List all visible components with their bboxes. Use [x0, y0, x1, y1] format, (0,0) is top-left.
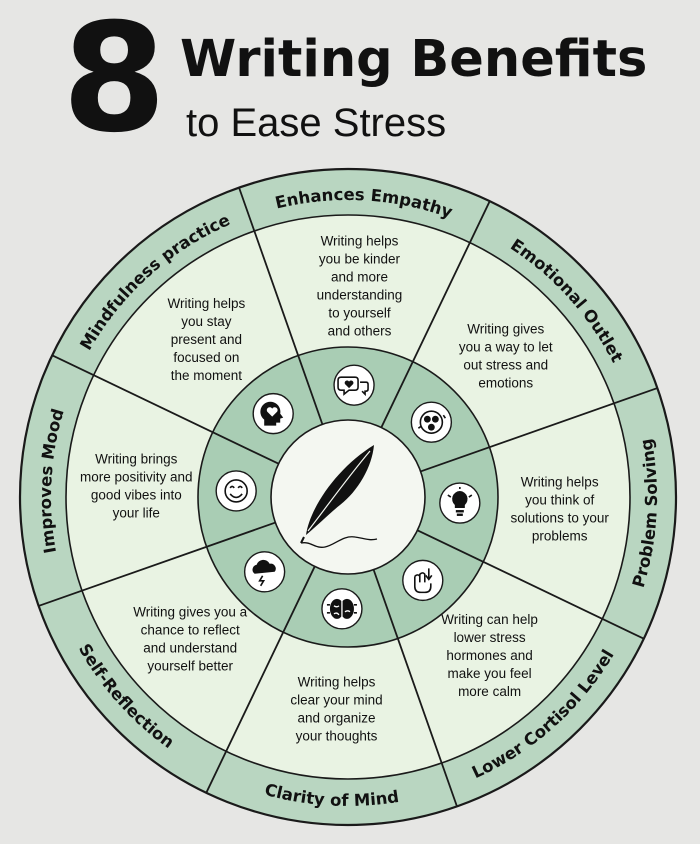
page-subtitle: to Ease Stress — [186, 101, 447, 145]
title-number: 8 — [62, 0, 166, 166]
benefit-description-line: Writing helps — [168, 296, 246, 311]
benefit-description: Writing helps you think of solutions to yo… — [511, 474, 610, 543]
benefit-description-line: you stay — [181, 314, 232, 329]
benefit-description-line: Writing helps — [321, 233, 399, 248]
benefit-description-line: and organize — [298, 711, 376, 726]
benefit-description: Writing brings more positivity and good vi… — [80, 452, 193, 521]
benefit-description-line: you be kinder — [319, 251, 401, 266]
benefit-description-line: make you feel — [448, 666, 532, 681]
benefit-description: Writing helps clear your mind and organize… — [290, 675, 382, 744]
benefit-description-line: Writing helps — [298, 675, 376, 690]
wheel-divider-line — [372, 569, 458, 807]
benefit-description-line: more calm — [458, 684, 521, 699]
lightbulb-icon — [439, 482, 481, 524]
wheel-divider-line — [238, 187, 324, 425]
brain-icon — [321, 588, 363, 630]
header: 8 Writing Benefits to Ease Stress — [0, 0, 700, 160]
benefit-description-line: your life — [113, 506, 160, 521]
benefit-description-line: Writing gives you a — [133, 605, 247, 620]
benefit-description-line: the moment — [171, 368, 243, 383]
benefit-description-line: Writing gives — [467, 321, 544, 336]
page-title: Writing Benefits — [180, 30, 648, 89]
benefit-description-line: focused on — [173, 350, 239, 365]
benefit-description: Writing gives you a way to let out stress … — [459, 321, 553, 390]
benefit-description-line: understanding — [317, 287, 403, 302]
benefit-description-line: lower stress — [454, 630, 526, 645]
benefit-description-line: Writing helps — [521, 474, 599, 489]
benefit-description-line: solutions to your — [511, 510, 610, 525]
wheel-divider-line — [205, 566, 316, 794]
benefit-description-line: clear your mind — [290, 693, 382, 708]
benefit-description-line: problems — [532, 528, 588, 543]
wheel-divider-line — [51, 354, 279, 465]
benefit-description-line: present and — [171, 332, 242, 347]
benefit-description-line: and others — [328, 323, 392, 338]
wheel-divider-line — [417, 529, 645, 640]
mask-icon — [410, 401, 453, 443]
benefit-description-line: good vibes into — [91, 488, 182, 503]
head-heart-icon — [252, 392, 294, 435]
benefit-description-line: and understand — [143, 641, 237, 656]
benefit-description-line: your thoughts — [296, 729, 378, 744]
benefit-description-line: emotions — [478, 375, 533, 390]
wheel-divider-line — [38, 521, 276, 607]
benefit-description-line: more positivity and — [80, 470, 193, 485]
benefit-description-line: you a way to let — [459, 339, 553, 354]
wheel-descriptions: Writing gives you a way to let out stress … — [80, 233, 609, 743]
benefit-description-line: Writing brings — [95, 452, 178, 467]
wheel-icons — [215, 364, 481, 630]
benefit-description-line: yourself better — [147, 659, 233, 674]
thought-cloud-icon — [243, 551, 286, 593]
benefit-description-line: chance to reflect — [141, 623, 240, 638]
wheel-divider-line — [420, 387, 658, 473]
benefit-description: Writing helps you stay present and focused … — [168, 296, 246, 383]
benefit-description: Writing gives you a chance to reflect and … — [133, 605, 247, 674]
benefit-description-line: and more — [331, 269, 388, 284]
hand-down-arrow-icon — [402, 559, 444, 602]
quill-feather-icon — [300, 445, 378, 548]
benefit-description: Writing can help lower stress hormones and… — [441, 612, 538, 699]
benefit-description-line: you think of — [525, 492, 594, 507]
benefit-description-line: hormones and — [446, 648, 532, 663]
benefit-description: Writing helps you be kinder and more unders… — [317, 233, 403, 338]
chat-heart-icon — [333, 364, 375, 406]
benefit-description-line: to yourself — [328, 305, 391, 320]
smiley-icon — [215, 470, 257, 512]
wheel-dividers — [38, 187, 658, 807]
wheel-divider-line — [380, 200, 491, 428]
benefit-description-line: Writing can help — [441, 612, 538, 627]
benefit-description-line: out stress and — [463, 357, 548, 372]
wheel-center — [270, 419, 426, 575]
